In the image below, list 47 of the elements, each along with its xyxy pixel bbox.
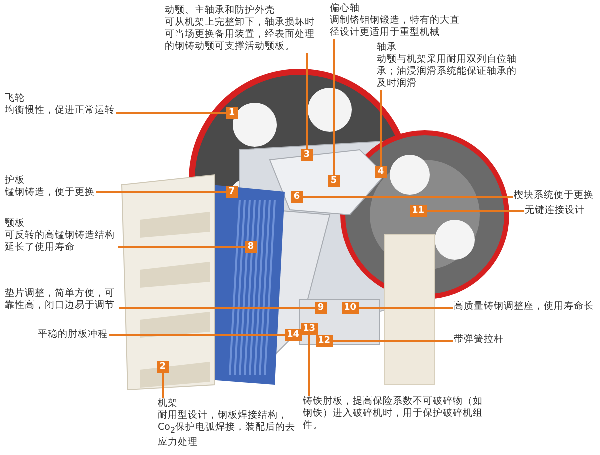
callout-text: 铸铁肘板，提高保险系数不可破碎物（如钢铁）进入破碎机时，用于保护破碎机组件。 [303,396,483,432]
leader-line [96,191,226,193]
callout-text: 可从机架上完整卸下，轴承损坏时可当场更换备用装置，经表面处理的钢铸动颚可支撑活动颚板。 [165,17,315,53]
callout-number: 12 [316,335,333,347]
callout-text: 垫片调整，简单方便，可靠性高，闭口边易于调节 [5,288,118,312]
leader-line [162,373,164,398]
leader-line [303,196,513,198]
callout-number: 4 [375,166,387,178]
callout-text: 锰钢铸造，便于更换 [5,187,95,199]
callout-text: 带弹簧拉杆 [454,334,504,346]
callout-text: 高质量铸钢调整座，使用寿命长 [454,301,594,313]
leader-line [358,307,453,309]
callout-text: 调制铬钼钢锻造，特有的大直径设计更适用于重型机械 [330,15,460,39]
leader-line [332,340,453,342]
callout-number: 2 [157,361,169,373]
callout-text: 均衡惯性，促进正常运转 [5,105,115,117]
callout-number: 6 [291,191,303,203]
leader-line [116,112,226,114]
callout-text: 可反转的高锰钢铸造结构延长了使用寿命 [5,230,116,254]
part-heading: 轴承 [377,42,397,54]
leader-line [333,39,335,175]
callout-number: 1 [226,107,238,119]
part-heading: 护板 [5,175,26,187]
callout-text: 平稳的肘板冲程 [38,329,108,341]
callout-text: 耐用型设计，钢板焊接结构，Co$_{2}$保护电弧焊接，装配后的去应力处理 [158,410,296,449]
part-heading: 颚板 [5,218,26,230]
leader-line [119,307,315,309]
callout-number: 3 [301,149,313,161]
leader-line [426,210,524,212]
callout-number: 7 [226,186,238,198]
part-heading: 飞轮 [5,93,26,105]
callout-number: 13 [301,323,318,335]
callout-number: 5 [328,175,340,187]
part-heading: 偏心轴 [330,3,361,15]
callout-number: 9 [315,302,327,314]
leader-line [308,335,310,396]
callout-number: 11 [410,205,427,217]
callout-text: 楔块系统便于更换 [514,190,594,202]
callout-text: 动颚与机架采用耐用双列自位轴承；油浸润滑系统能保证轴承的及时润滑 [377,54,517,90]
callout-number: 10 [342,302,359,314]
part-heading: 动颚、主轴承和防护外壳 [165,5,276,17]
callout-text: 无键连接设计 [525,205,585,217]
callout-number: 14 [285,329,302,341]
part-heading: 机架 [158,398,179,410]
leader-line [118,246,245,248]
callout-number: 8 [245,241,257,253]
leader-line [109,334,285,336]
